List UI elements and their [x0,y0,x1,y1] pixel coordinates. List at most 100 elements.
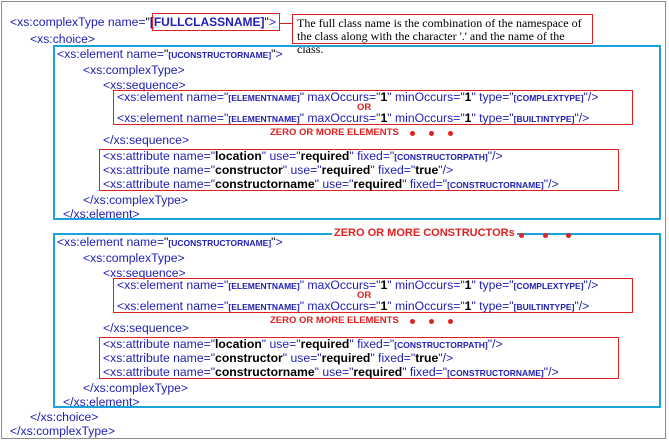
tag-text: "/> [574,111,590,125]
value: 1 [464,90,472,104]
attributes-box [99,337,619,379]
element-builtintype-line: <xs:element name="[ELEMENTNAME]" maxOccu… [117,299,589,314]
tag-text: " minOccurs=" [387,278,465,292]
quote: " [164,47,169,61]
attribute-constructor-line: <xs:attribute name="constructor" use="re… [103,163,453,177]
elementname-placeholder: [ELEMENTNAME] [228,302,300,312]
tag-text: "/> [543,177,559,191]
elementname-placeholder: [ELEMENTNAME] [228,93,300,103]
tag-text: "/> [543,365,559,379]
attribute-constructorname-line: <xs:attribute name="constructorname" use… [103,365,559,380]
attr-text: name= [107,15,146,29]
element-open-line: <xs:element name="[UCONSTRUCTORNAME]"> [57,235,283,250]
constructor-block-1 [53,45,661,220]
tag-text: " use=" [261,337,301,351]
tag-text: <xs:element [57,235,127,249]
ellipsis-dot [410,319,415,324]
attributes-box [99,149,619,191]
quote: " [164,235,169,249]
attr-text: name= [126,235,165,249]
uconstructorname-placeholder: [UCONSTRUCTORNAME] [168,238,272,248]
value: 1 [380,90,388,104]
tag-text: <xs:attribute name=" [103,163,216,177]
value: constructor [215,351,283,365]
tag-text: " type=" [471,278,514,292]
value: required [300,337,350,351]
attribute-location-line: <xs:attribute name="location" use="requi… [103,337,503,352]
tag-text: " minOccurs=" [387,299,465,313]
attr-text: name= [126,47,165,61]
tag-text: " type=" [471,299,514,313]
tag-text: " use=" [261,149,301,163]
uconstructorname-placeholder: [UCONSTRUCTORNAME] [168,50,272,60]
tag-text: <xs:element name=" [117,278,229,292]
ellipsis-dot [543,233,548,238]
value: true [415,351,439,365]
complextype-placeholder: [COMPLEXTYPE] [513,281,584,291]
attribute-constructor-line: <xs:attribute name="constructor" use="re… [103,351,453,365]
value: constructor [215,163,283,177]
tag-text: "/> [574,299,590,313]
tag-text: " minOccurs=" [387,90,465,104]
value: 1 [380,278,388,292]
tag-text: " use=" [314,365,354,379]
fullclassname-highlight-box [152,13,280,31]
inner-complextype-close: </xs:complexType> [83,381,188,395]
tag-text: <xs:element name=" [117,299,229,313]
ellipsis-dot [519,233,524,238]
tag-text: " fixed=" [349,149,395,163]
constructorname-placeholder: [CONSTRUCTORNAME] [447,368,544,378]
tag-text: <xs:attribute name=" [103,351,216,365]
tag-text: " type=" [471,90,514,104]
tag-text: <xs:complexType [10,15,108,29]
ellipsis-dot [429,319,434,324]
element-choice-box [113,278,633,313]
element-complextype-line: <xs:element name="[ELEMENTNAME]" maxOccu… [117,90,598,105]
tag-text: "/> [487,337,503,351]
constructorname-placeholder: [CONSTRUCTORNAME] [447,180,544,190]
value: 1 [464,278,472,292]
tag-text: <xs:attribute name=" [103,177,216,191]
value: constructorname [215,177,315,191]
tag-text: " minOccurs=" [387,111,465,125]
element-open-line: <xs:element name="[UCONSTRUCTORNAME]"> [57,47,283,62]
tag-text: " maxOccurs=" [299,278,381,292]
tag-text: " use=" [282,351,322,365]
tag-text: <xs:element [57,47,127,61]
value: location [215,337,262,351]
ellipsis-dot [410,131,415,136]
complextype-placeholder: [COMPLEXTYPE] [513,93,584,103]
quote: " [271,235,276,249]
tag-text: <xs:attribute name=" [103,149,216,163]
inner-complextype-close: </xs:complexType> [83,193,188,207]
tag-text: "/> [487,149,503,163]
tag-text: " use=" [282,163,322,177]
tag-text: " maxOccurs=" [299,90,381,104]
ellipsis-dot [448,131,453,136]
value: 1 [380,111,388,125]
note-connector [279,23,293,24]
tag-text: " maxOccurs=" [299,111,381,125]
builtintype-placeholder: [BUILTINTYPE] [513,302,575,312]
quote: " [145,15,150,29]
element-choice-box [113,90,633,125]
element-close: </xs:element> [63,395,140,409]
zero-elements-label: ZERO OR MORE ELEMENTS [270,315,399,326]
sequence-open: <xs:sequence> [103,78,186,92]
ellipsis-dot [448,319,453,324]
quote: " [264,15,269,29]
tag-text: <xs:element name=" [117,111,229,125]
sequence-close: </xs:sequence> [103,321,190,335]
or-label: OR [357,102,372,113]
inner-complextype-open: <xs:complexType> [83,251,185,265]
tag-text: > [275,235,283,249]
tag-text: <xs:element name=" [117,90,229,104]
tag-text: > [275,47,283,61]
constructorpath-placeholder: [CONSTRUCTORPATH] [394,152,488,162]
value: location [215,149,262,163]
ellipsis-dot [429,131,434,136]
constructorpath-placeholder: [CONSTRUCTORPATH] [394,340,488,350]
choice-close-line: </xs:choice> [30,410,99,424]
element-complextype-line: <xs:element name="[ELEMENTNAME]" maxOccu… [117,278,598,293]
complextype-open-line: <xs:complexType name="[FULLCLASSNAME]"> [10,15,276,29]
